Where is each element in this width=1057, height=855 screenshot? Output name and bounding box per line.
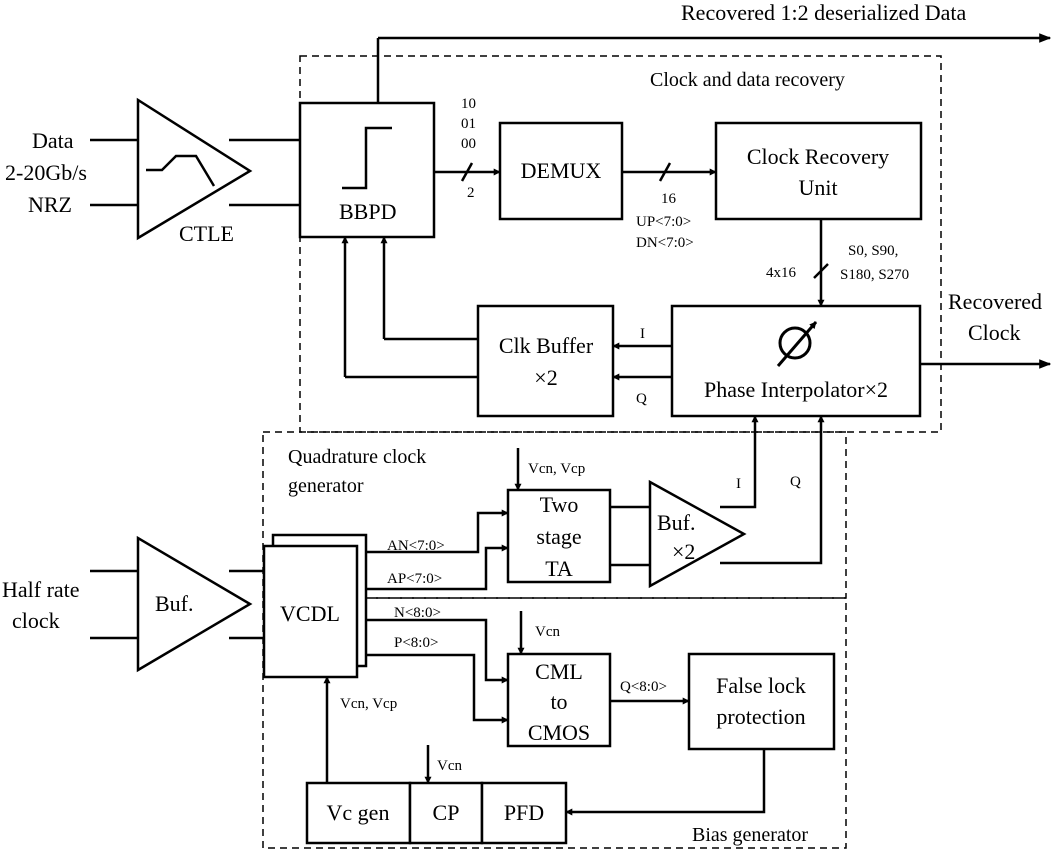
- bits-label-1: 10: [461, 96, 476, 112]
- flp-label-1: False lock: [716, 673, 806, 698]
- bus16-label: 16: [661, 191, 677, 207]
- bits-label-3: 00: [461, 136, 476, 152]
- bits-label-2: 01: [461, 116, 476, 132]
- p-label: P<8:0>: [394, 635, 438, 651]
- phase-adjust-icon: [778, 326, 812, 360]
- ta-label-2: stage: [536, 524, 581, 549]
- recovered-clock-label-1: Recovered: [948, 289, 1042, 314]
- quad-buffer: [648, 479, 747, 589]
- quad-region-label-2: generator: [288, 475, 364, 497]
- demux-block: [498, 121, 624, 221]
- ctle-amplifier: [136, 97, 253, 241]
- pi-label: Phase Interpolator×2: [704, 377, 888, 402]
- vcdl-block: [262, 544, 359, 679]
- bbpd-step-icon: [342, 126, 392, 190]
- cp-label: CP: [433, 800, 460, 825]
- clock-recovery-unit: [714, 121, 923, 221]
- an-label: AN<7:0>: [387, 538, 445, 554]
- cdr-region-label: Clock and data recovery: [650, 69, 845, 91]
- recovered-data-label: Recovered 1:2 deserialized Data: [681, 0, 966, 25]
- vcdl-bias-label: Vcn, Vcp: [340, 696, 397, 712]
- halfrate-label-2: clock: [12, 608, 60, 633]
- data-input-label-1: Data: [32, 128, 74, 153]
- cp-block: [408, 781, 484, 845]
- bbpd-label: BBPD: [339, 199, 396, 224]
- ta-label-1: Two: [540, 492, 579, 517]
- bus4x16-label: 4x16: [766, 265, 797, 281]
- cml-label-1: CML: [535, 659, 583, 684]
- quad-region-label-1: Quadrature clock: [288, 446, 426, 468]
- ctle-response-icon: [146, 154, 216, 187]
- flp-label-2: protection: [716, 704, 805, 729]
- clkbuf-label-2: ×2: [534, 365, 557, 390]
- cml-label-2: to: [550, 689, 567, 714]
- n-label: N<8:0>: [394, 605, 441, 621]
- q80-label: Q<8:0>: [620, 679, 667, 695]
- recovered-clock-label-2: Clock: [968, 320, 1021, 345]
- quad-clock-region: [262, 431, 847, 599]
- buf2-label-2: ×2: [672, 539, 695, 564]
- data-input-label-2: 2-20Gb/s: [5, 160, 87, 185]
- ta-label-3: TA: [545, 556, 573, 581]
- cp-bias-label: Vcn: [437, 758, 462, 774]
- bias-region: [262, 597, 847, 849]
- vcdl-label: VCDL: [280, 601, 340, 626]
- two-stage-ta: [506, 488, 612, 584]
- false-lock-protection: [687, 652, 836, 751]
- quad-q-label: Q: [790, 474, 801, 490]
- pi-q-label: Q: [636, 391, 647, 407]
- quad-i-label: I: [736, 476, 741, 492]
- ta-bias-label: Vcn, Vcp: [528, 461, 585, 477]
- bias-region-label: Bias generator: [692, 824, 808, 846]
- phases-label-2: S180, S270: [840, 267, 909, 283]
- buf2-label-1: Buf.: [657, 510, 696, 535]
- phase-interpolator: [670, 304, 922, 418]
- halfrate-label-1: Half rate: [2, 577, 80, 602]
- cru-label-1: Clock Recovery: [747, 144, 889, 169]
- clk-buffer: [476, 304, 615, 418]
- clkbuf-label-1: Clk Buffer: [499, 333, 594, 358]
- up-label: UP<7:0>: [636, 214, 691, 230]
- dn-label: DN<7:0>: [636, 235, 694, 251]
- demux-label: DEMUX: [521, 158, 602, 183]
- phases-label-1: S0, S90,: [848, 243, 898, 259]
- cml-bias-label: Vcn: [535, 624, 560, 640]
- vc-gen-label: Vc gen: [327, 800, 390, 825]
- cru-label-2: Unit: [798, 175, 837, 200]
- pfd-label: PFD: [504, 800, 544, 825]
- ap-label: AP<7:0>: [387, 571, 442, 587]
- cml-label-3: CMOS: [528, 720, 590, 745]
- input-buffer: [136, 535, 253, 673]
- pi-i-label: I: [640, 326, 645, 342]
- ctle-label: CTLE: [179, 221, 234, 246]
- pfd-block: [480, 781, 568, 845]
- bus2-label: 2: [467, 185, 475, 201]
- data-input-label-3: NRZ: [28, 192, 72, 217]
- input-buffer-label: Buf.: [155, 591, 194, 616]
- cdr-region: [299, 55, 942, 433]
